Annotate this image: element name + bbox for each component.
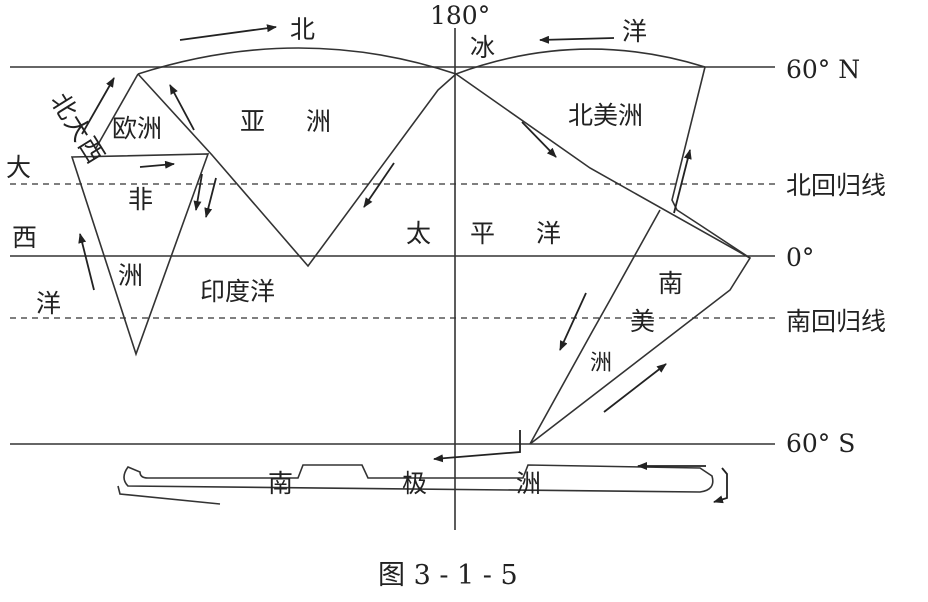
current-arrow-drift	[81, 77, 115, 135]
label-south-america-1: 南	[658, 269, 683, 298]
label-equator: 0°	[786, 243, 814, 272]
current-arrow-arctic-east	[539, 35, 615, 44]
label-antarctica-3: 洲	[516, 469, 541, 498]
current-arrow-peru	[559, 292, 587, 351]
south-america-outline	[529, 209, 661, 445]
current-arrow-kuroshio	[363, 162, 395, 208]
arctic-arc-left	[137, 47, 457, 75]
label-arctic-1: 北	[290, 15, 315, 44]
current-arrow-brazil	[603, 363, 667, 413]
label-tropic-cancer: 北回归线	[786, 171, 886, 200]
current-arrow-gulf	[673, 149, 692, 214]
arctic-arc-right	[455, 48, 706, 75]
label-meridian-180: 180°	[430, 1, 490, 30]
africa-outline	[70, 153, 210, 357]
current-arrow-somali-a	[204, 177, 217, 218]
label-antarctica-1: 南	[268, 469, 293, 498]
label-pacific-1: 太	[406, 219, 431, 248]
label-north-america: 北美洲	[568, 101, 643, 130]
current-arrow-antarctic-right	[713, 467, 728, 504]
current-arrow-antarctic-left	[433, 430, 521, 463]
europe-coast	[95, 73, 139, 149]
label-africa-1: 非	[128, 185, 153, 214]
label-south-america-2: 美	[630, 307, 655, 336]
current-arrow-atlantic-s	[78, 233, 95, 291]
antarctica-outline	[123, 464, 714, 493]
label-asia-1: 亚	[240, 107, 265, 136]
current-arrow-arctic-west	[179, 24, 277, 41]
label-indian: 印度洋	[200, 277, 275, 306]
eurasia-outline	[137, 73, 457, 268]
label-arctic-2: 冰	[470, 33, 495, 62]
label-europe: 欧洲	[112, 114, 162, 143]
figure-caption: 图 3 - 1 - 5	[378, 560, 518, 591]
label-tropic-capricorn: 南回归线	[786, 307, 886, 336]
current-arrow-canary	[139, 160, 175, 169]
label-pacific-2: 平	[470, 219, 495, 248]
label-pacific-3: 洋	[536, 219, 561, 248]
label-60n: 60° N	[786, 55, 860, 84]
north-america-east	[671, 66, 751, 259]
label-asia-2: 洲	[306, 107, 331, 136]
current-arrow-norway	[169, 84, 195, 131]
label-atlantic-3: 洋	[36, 289, 61, 318]
current-arrow-somali-b	[193, 173, 203, 211]
current-arrow-california	[521, 121, 557, 158]
current-line-antarctic-west	[117, 485, 221, 505]
label-atlantic-1: 大	[6, 153, 31, 182]
label-africa-2: 洲	[118, 261, 143, 290]
label-antarctica-2: 极	[402, 469, 427, 498]
label-arctic-3: 洋	[622, 17, 647, 46]
label-south-america-3: 洲	[590, 351, 612, 376]
label-60s: 60° S	[786, 429, 855, 458]
label-atlantic-2: 西	[12, 223, 37, 252]
